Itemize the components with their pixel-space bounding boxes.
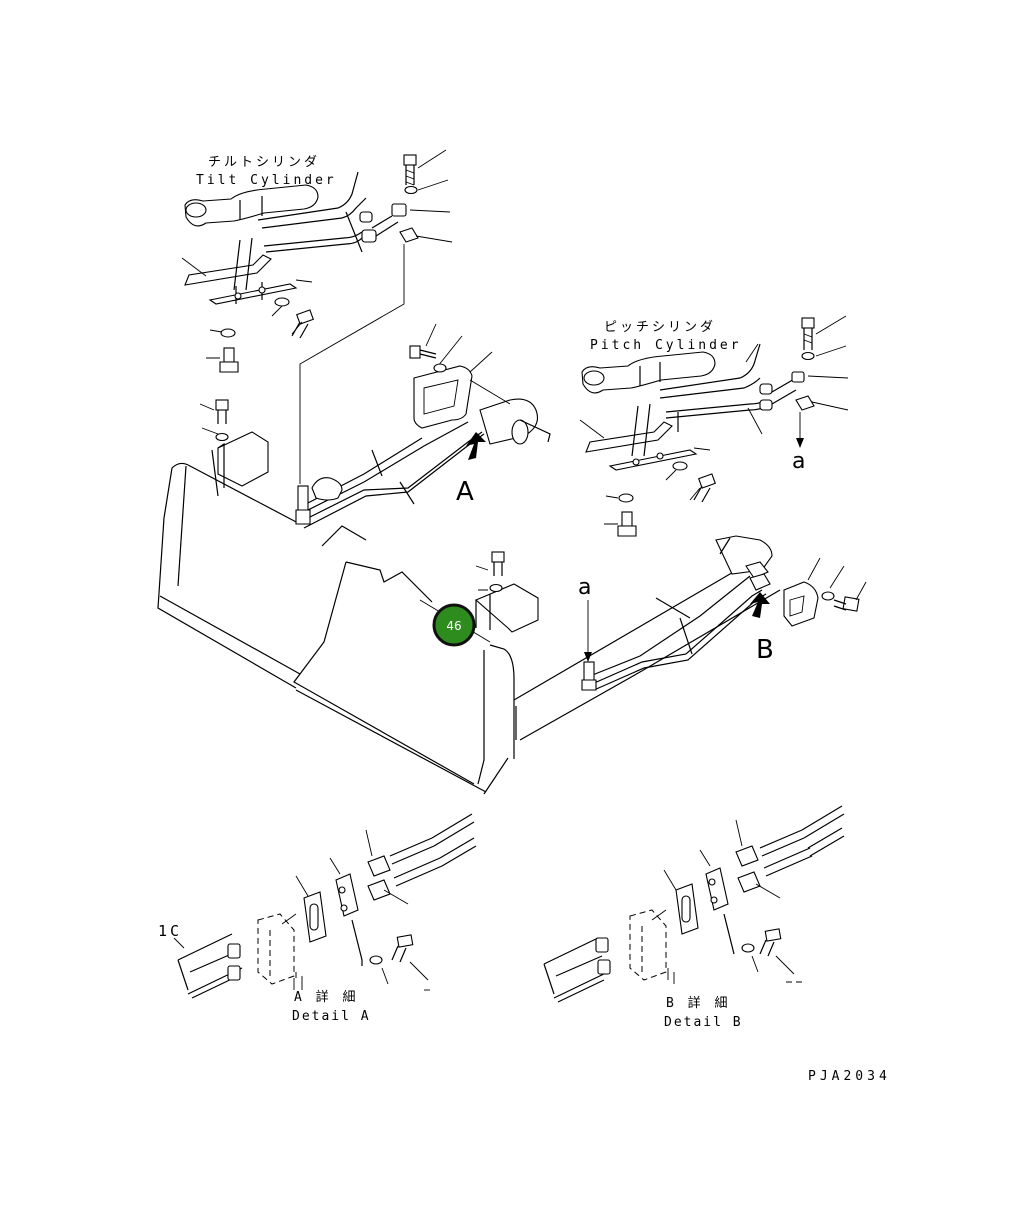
detail-a: 1C A 詳 細 Detail A xyxy=(158,813,477,1024)
tilt-cylinder-group: チルトシリンダ Tilt Cylinder xyxy=(181,149,453,484)
view-label-a: A xyxy=(456,477,474,507)
part-hotspot-46[interactable]: 46 xyxy=(432,603,476,647)
ref-label-a-upper: a xyxy=(792,449,805,474)
drawing-code: PJA2034 xyxy=(808,1069,891,1084)
view-arrow-a xyxy=(466,432,486,460)
part-label-1c: 1C xyxy=(158,922,182,940)
pitch-cylinder-group: ピッチシリンダ Pitch Cylinder a xyxy=(579,315,849,537)
view-arrow-b xyxy=(750,592,770,618)
tilt-cylinder-label-jp: チルトシリンダ xyxy=(208,155,320,170)
ref-label-a-lower: a xyxy=(578,575,591,600)
view-label-b: B xyxy=(756,635,774,665)
tilt-cylinder-label-en: Tilt Cylinder xyxy=(196,173,337,188)
detail-b-label-en: Detail B xyxy=(664,1015,743,1030)
pitch-cylinder-label-en: Pitch Cylinder xyxy=(590,338,742,353)
detail-b: B 詳 細 Detail B xyxy=(543,805,845,1030)
blade-assembly: A xyxy=(157,323,781,795)
pitch-cylinder-label-jp: ピッチシリンダ xyxy=(604,320,716,335)
part-hotspot-46-label: 46 xyxy=(446,619,461,633)
detail-a-label-jp: A 詳 細 xyxy=(294,989,358,1005)
detail-b-label-jp: B 詳 細 xyxy=(666,995,730,1011)
detail-a-label-en: Detail A xyxy=(292,1009,371,1024)
right-arm-group: a B xyxy=(578,535,867,691)
